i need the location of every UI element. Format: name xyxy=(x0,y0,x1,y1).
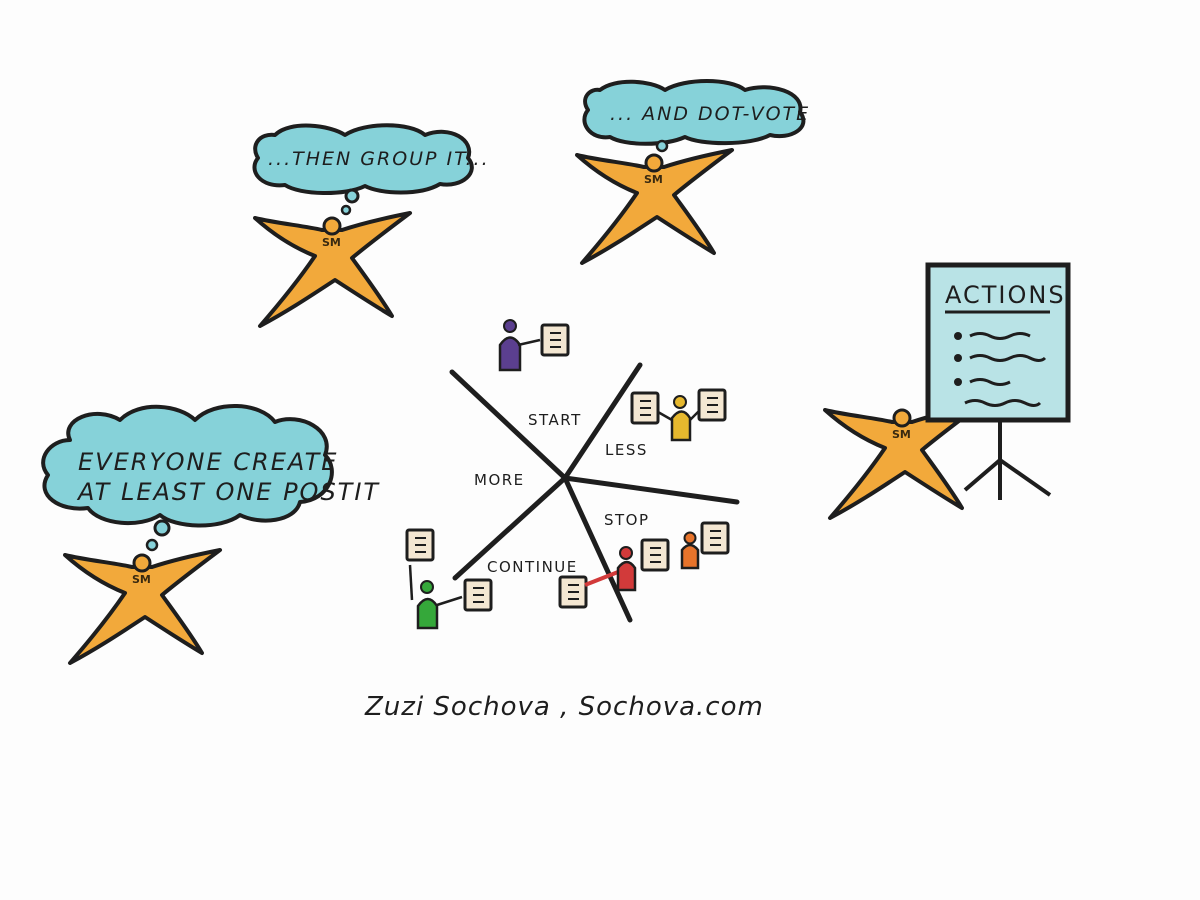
person-green xyxy=(405,528,493,630)
sm-label-1: SM xyxy=(132,573,151,586)
person-red xyxy=(558,538,670,609)
sm-character-3: SM xyxy=(575,148,734,265)
person-orange xyxy=(680,521,730,570)
actions-board: ACTIONS xyxy=(925,262,1071,500)
thought-bubble-everyone: EVERYONE CREATE AT LEAST ONE POSTIT xyxy=(41,404,380,552)
sm-label-3: SM xyxy=(644,173,663,186)
person-purple xyxy=(498,319,570,372)
sm-label-4: SM xyxy=(892,428,911,441)
person-yellow xyxy=(630,388,727,442)
sector-start: START xyxy=(528,411,582,429)
thought-bubble-group: ...THEN GROUP IT... xyxy=(252,123,490,216)
board-title: ACTIONS xyxy=(945,281,1066,309)
sm-character-4: SM xyxy=(823,403,982,520)
bubble-text-everyone-1: EVERYONE CREATE xyxy=(78,448,338,476)
sm-character-2: SM xyxy=(253,211,412,328)
sector-continue: CONTINUE xyxy=(487,558,578,576)
bubble-text-vote: ... AND DOT-VOTE xyxy=(610,103,810,125)
sector-more: MORE xyxy=(474,471,525,489)
sector-less: LESS xyxy=(605,441,648,459)
bubble-text-everyone-2: AT LEAST ONE POSTIT xyxy=(76,478,380,506)
sm-character-1: SM xyxy=(63,548,222,665)
sm-label-2: SM xyxy=(322,236,341,249)
thought-bubble-vote: ... AND DOT-VOTE xyxy=(582,79,810,153)
starfish-diagram: START LESS MORE STOP CONTINUE xyxy=(449,362,740,623)
signature: Zuzi Sochova , Sochova.com xyxy=(364,692,764,722)
sector-stop: STOP xyxy=(604,511,650,529)
bubble-text-group: ...THEN GROUP IT... xyxy=(268,148,490,170)
